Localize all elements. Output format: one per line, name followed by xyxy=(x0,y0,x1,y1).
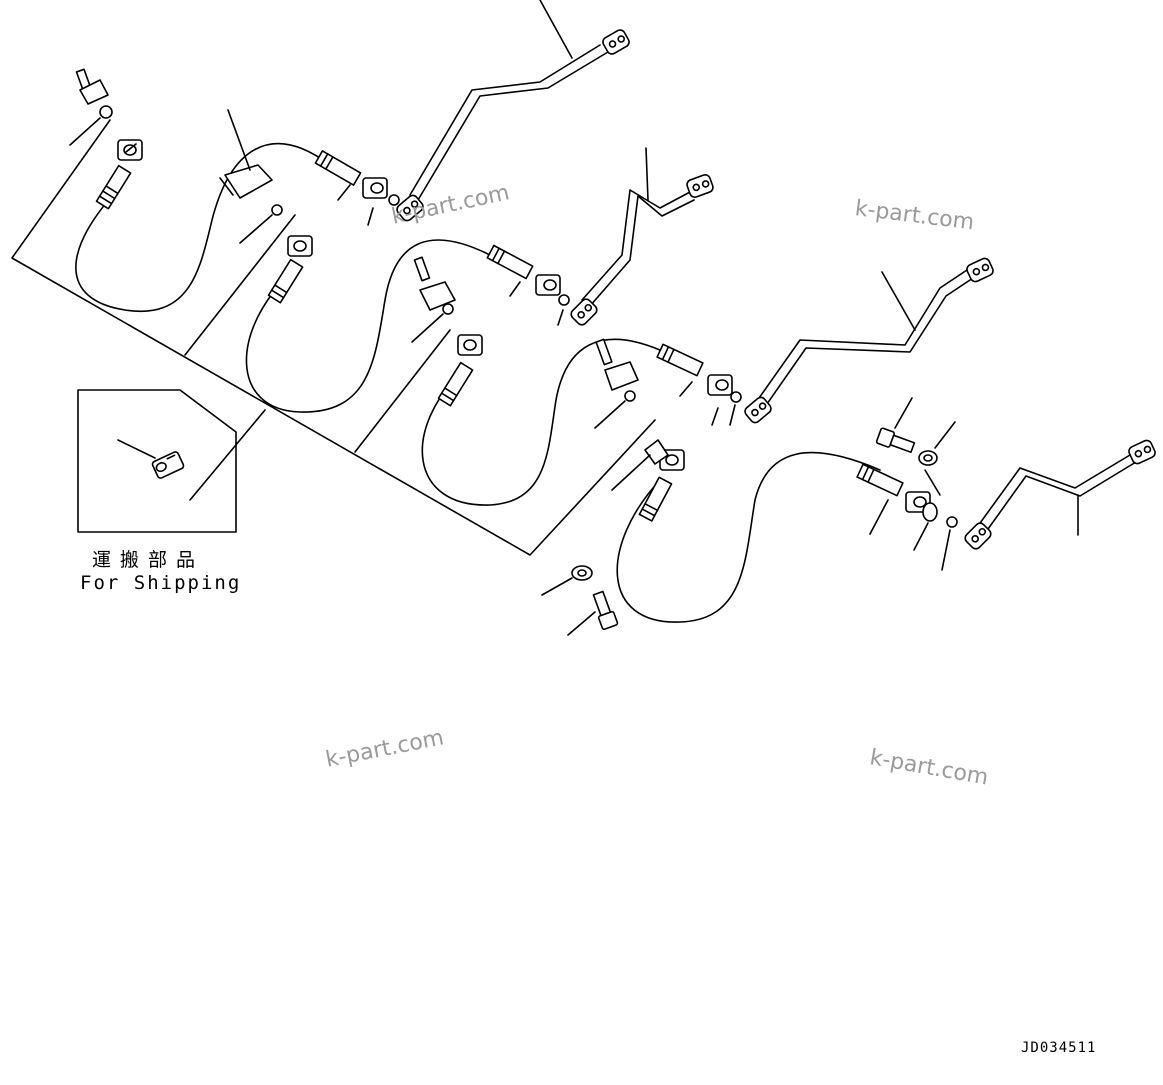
drawing-number: JD034511 xyxy=(1021,1040,1097,1056)
shipping-detail-box xyxy=(77,389,237,533)
shipping-label-jp: 運搬部品 xyxy=(92,549,205,571)
shipping-cap-icon xyxy=(151,451,185,479)
split-flange-1 xyxy=(69,68,113,146)
tube-3 xyxy=(744,257,994,424)
hose-assembly-4 xyxy=(611,439,931,623)
hose-assembly-2 xyxy=(245,235,570,413)
split-flange-2 xyxy=(219,109,283,244)
tube-4 xyxy=(964,439,1156,550)
split-flange-4 xyxy=(594,338,639,429)
hose-assembly-1 xyxy=(75,139,388,313)
bolt-washer-set-1 xyxy=(875,397,958,571)
split-flange-3 xyxy=(411,256,456,343)
shipping-label-en: For Shipping xyxy=(80,572,242,594)
tube-1 xyxy=(388,0,630,222)
assembly-outline xyxy=(11,119,656,556)
tube-2 xyxy=(570,147,714,326)
bolt-washer-set-2 xyxy=(541,565,619,636)
hose-assembly-3 xyxy=(421,334,742,506)
